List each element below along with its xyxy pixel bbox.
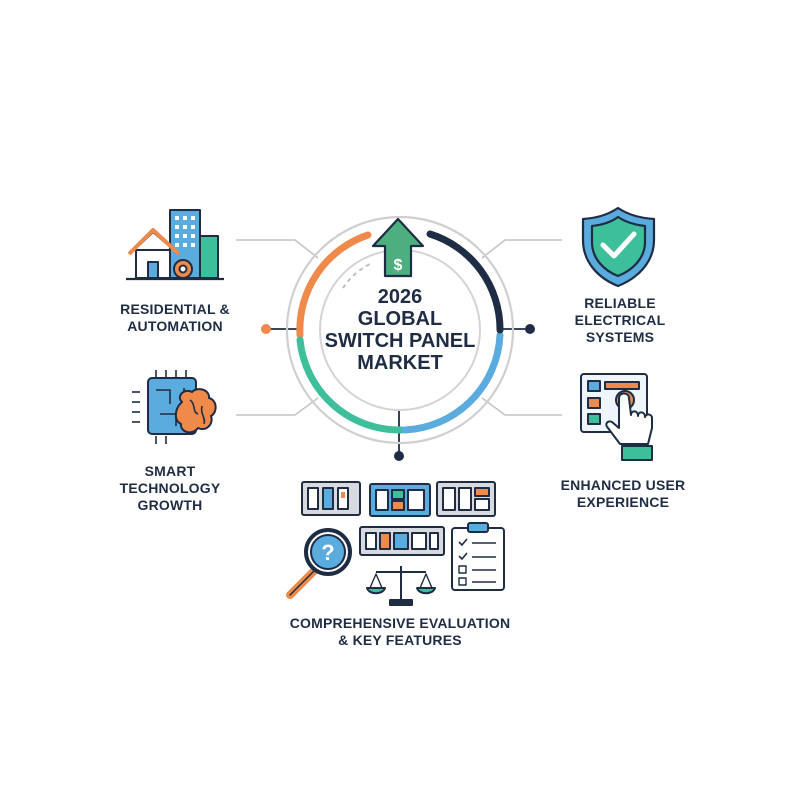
ring-arc-teal bbox=[296, 336, 406, 434]
label-evaluation: COMPREHENSIVE EVALUATION & KEY FEATURES bbox=[270, 615, 530, 649]
shield-check-icon bbox=[581, 206, 656, 288]
balance-scale-icon bbox=[366, 566, 436, 606]
house-buildings-gear-icon bbox=[126, 209, 224, 281]
connector-dot-left bbox=[261, 324, 271, 334]
label-evaluation-line-1: COMPREHENSIVE EVALUATION bbox=[289, 615, 511, 631]
center-title-line-3: SWITCH PANEL bbox=[324, 330, 476, 352]
switch-panel-1 bbox=[301, 481, 361, 516]
label-smart-tech: SMART TECHNOLOGY GROWTH bbox=[105, 463, 235, 514]
label-reliable-line-2: ELECTRICAL bbox=[574, 312, 666, 328]
touch-panel-icon bbox=[580, 373, 653, 461]
switch-panel-4 bbox=[359, 526, 445, 556]
label-residential-line-2: AUTOMATION bbox=[127, 318, 223, 334]
connector-smart-tech bbox=[236, 397, 319, 416]
label-smart-tech-line-2: TECHNOLOGY bbox=[119, 480, 221, 496]
center-ring bbox=[285, 215, 515, 445]
label-reliable: RELIABLE ELECTRICAL SYSTEMS bbox=[560, 295, 680, 346]
connector-dot-bottom bbox=[394, 451, 404, 461]
label-user-experience-line-2: EXPERIENCE bbox=[576, 494, 670, 510]
center-title: 2026 GLOBAL SWITCH PANEL MARKET bbox=[300, 286, 500, 374]
connector-reliable bbox=[481, 239, 562, 259]
svg-text:$: $ bbox=[394, 257, 403, 274]
chip-brain-icon bbox=[132, 370, 217, 444]
ring-arc-orange bbox=[296, 231, 372, 339]
connector-user-experience bbox=[481, 397, 562, 416]
label-smart-tech-line-3: GROWTH bbox=[137, 497, 203, 513]
label-smart-tech-line-1: SMART bbox=[144, 463, 196, 479]
ring-arc-navy bbox=[426, 230, 504, 334]
connector-residential bbox=[236, 239, 319, 259]
label-residential-line-1: RESIDENTIAL & bbox=[120, 301, 230, 317]
switch-panel-3 bbox=[436, 481, 496, 517]
checklist-icon bbox=[451, 522, 505, 591]
svg-text:?: ? bbox=[321, 540, 334, 565]
label-evaluation-line-2: & KEY FEATURES bbox=[338, 632, 462, 648]
panels-magnifier-scale-checklist-icon: ? bbox=[286, 481, 505, 606]
switch-panel-2 bbox=[369, 483, 431, 517]
label-user-experience: ENHANCED USER EXPERIENCE bbox=[548, 477, 698, 511]
label-reliable-line-1: RELIABLE bbox=[584, 295, 656, 311]
label-residential: RESIDENTIAL & AUTOMATION bbox=[100, 301, 250, 335]
label-reliable-line-3: SYSTEMS bbox=[585, 329, 655, 345]
center-title-line-4: MARKET bbox=[357, 352, 443, 374]
ring-arc-blue bbox=[401, 331, 504, 434]
magnifier-icon: ? bbox=[286, 528, 352, 599]
connector-lines bbox=[236, 239, 562, 456]
label-user-experience-line-1: ENHANCED USER bbox=[560, 477, 686, 493]
center-title-line-2: GLOBAL bbox=[357, 308, 443, 330]
connector-dot-right bbox=[525, 324, 535, 334]
dollar-arrow-up-icon: $ bbox=[371, 217, 425, 278]
ring-outer-gray bbox=[285, 215, 515, 445]
ring-inner-dashed bbox=[342, 263, 371, 289]
center-title-line-1: 2026 bbox=[377, 286, 423, 308]
